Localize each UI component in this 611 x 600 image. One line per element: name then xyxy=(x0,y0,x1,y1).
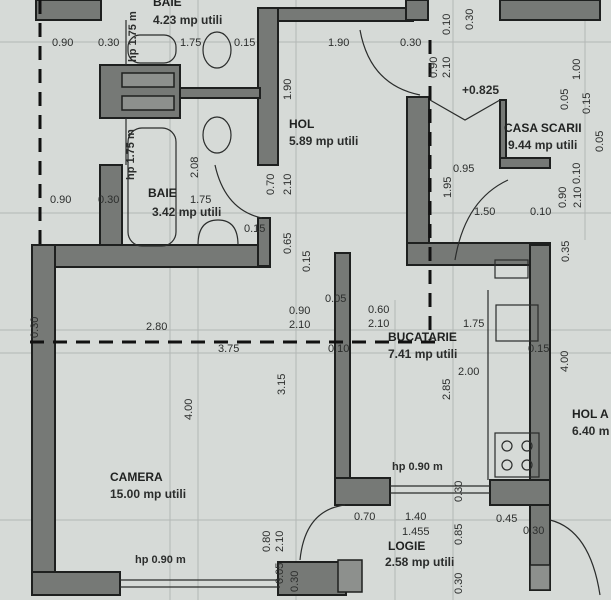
dim-label: 0.15 xyxy=(581,93,593,114)
dim-label: 1.75 xyxy=(180,37,201,49)
dim-label: 1.75 xyxy=(190,194,211,206)
bathtub-upper xyxy=(127,34,177,64)
fixtures xyxy=(127,31,540,480)
room-area-hol-a: 6.40 m xyxy=(572,424,609,438)
dim-label: 3.15 xyxy=(276,374,288,395)
dim-label: 2.10 xyxy=(368,318,389,330)
dim-label: 0.80 xyxy=(261,531,273,552)
walls xyxy=(31,0,601,596)
dim-label: 0.90 xyxy=(428,57,440,78)
dim-label: 0.90 xyxy=(52,37,73,49)
dim-label: 2.00 xyxy=(458,366,479,378)
doors xyxy=(214,29,601,596)
kitchen-sink-icon xyxy=(495,304,539,342)
dim-label: 0.05 xyxy=(594,131,606,152)
toilet-icon xyxy=(202,116,232,154)
dim-label: 4.00 xyxy=(559,351,571,372)
dim-label: 1.40 xyxy=(405,511,426,523)
dim-label: 2.08 xyxy=(189,157,201,178)
room-area-baie: 3.42 mp utili xyxy=(152,205,221,219)
level-mark: +0.825 xyxy=(462,83,499,97)
dim-label: 0.70 xyxy=(265,174,277,195)
sink-icon xyxy=(197,219,239,246)
bathtub xyxy=(127,127,177,247)
dim-label: 0.30 xyxy=(464,9,476,30)
dim-label: 4.00 xyxy=(183,399,195,420)
room-area-camera: 15.00 mp utili xyxy=(110,487,186,501)
kitchen-counter xyxy=(494,259,529,279)
dim-label: 0.30 xyxy=(453,481,465,502)
dim-label: 0.90 xyxy=(50,194,71,206)
dim-label: 1.50 xyxy=(474,206,495,218)
room-name-bucatarie: BUCATARIE xyxy=(388,330,457,344)
room-name-casa-scarii: CASA SCARII xyxy=(504,121,582,135)
dim-label: 0.10 xyxy=(530,206,551,218)
dim-label: 0.95 xyxy=(453,163,474,175)
room-area-hol: 5.89 mp utili xyxy=(289,134,358,148)
toilet-icon xyxy=(202,31,232,69)
dim-label: 0.30 xyxy=(289,571,301,592)
dim-label: 0.15 xyxy=(234,37,255,49)
window-height: hp 0.90 m xyxy=(135,554,186,566)
dim-label: 1.75 xyxy=(463,318,484,330)
dim-label: 3.75 xyxy=(218,343,239,355)
room-area-bucatarie: 7.41 mp utili xyxy=(388,347,457,361)
dim-label: 2.10 xyxy=(572,187,584,208)
dim-label: 0.05 xyxy=(274,563,286,584)
dim-label: 0.05 xyxy=(325,293,346,305)
room-name-camera: CAMERA xyxy=(110,470,163,484)
dim-label: 0.85 xyxy=(453,524,465,545)
dim-label: 0.10 xyxy=(571,163,583,184)
dim-label: 0.30 xyxy=(98,194,119,206)
dim-label: 0.70 xyxy=(354,511,375,523)
dim-label: 0.30 xyxy=(29,317,41,338)
room-name-baie: BAIE xyxy=(153,0,182,9)
dim-label: 1.455 xyxy=(402,526,430,538)
window-height: hp 0.90 m xyxy=(392,461,443,473)
dim-label: 0.65 xyxy=(282,233,294,254)
dim-label: 0.10 xyxy=(328,343,349,355)
dim-label: 1.95 xyxy=(442,177,454,198)
dim-label: 0.10 xyxy=(441,14,453,35)
dimension-labels: 0.90 0.30 1.75 0.15 1.90 0.30 0.10 2.10 … xyxy=(29,9,606,594)
room-name-baie: BAIE xyxy=(148,186,177,200)
room-area-casa-scarii: 9.44 mp utili xyxy=(508,138,577,152)
dim-label: 2.80 xyxy=(146,321,167,333)
dim-label: 0.15 xyxy=(244,223,265,235)
dim-label: 0.30 xyxy=(98,37,119,49)
dim-label: 0.30 xyxy=(523,525,544,537)
room-area-baie: 4.23 mp utili xyxy=(153,13,222,27)
room-name-logie: LOGIE xyxy=(388,539,425,553)
dim-label: 2.10 xyxy=(441,57,453,78)
stove-icon xyxy=(494,432,540,478)
room-area-logie: 2.58 mp utili xyxy=(385,555,454,569)
dim-label: 2.10 xyxy=(289,319,310,331)
room-name-hol-a: HOL A xyxy=(572,407,609,421)
dim-label: 2.85 xyxy=(441,379,453,400)
dim-label: 0.30 xyxy=(400,37,421,49)
dim-label: 2.10 xyxy=(274,531,286,552)
dim-label: 0.15 xyxy=(528,343,549,355)
window-height: hp 1.75 m xyxy=(125,129,137,180)
window-height: hp 1.75 m xyxy=(127,11,139,62)
dim-label: 1.90 xyxy=(282,79,294,100)
dim-label: 0.90 xyxy=(557,187,569,208)
dim-label: 0.35 xyxy=(560,241,572,262)
windows xyxy=(120,20,490,588)
dim-label: 0.05 xyxy=(559,89,571,110)
dim-label: 1.90 xyxy=(328,37,349,49)
dim-label: 0.15 xyxy=(301,251,313,272)
room-name-hol: HOL xyxy=(289,117,314,131)
dim-label: 0.60 xyxy=(368,304,389,316)
room-labels: BAIE 4.23 mp utili BAIE 3.42 mp utili HO… xyxy=(110,0,609,569)
dim-label: 0.45 xyxy=(496,513,517,525)
dim-label: 1.00 xyxy=(571,59,583,80)
dim-label: 0.30 xyxy=(453,573,465,594)
dim-label: 2.10 xyxy=(282,174,294,195)
dim-label: 0.90 xyxy=(289,305,310,317)
